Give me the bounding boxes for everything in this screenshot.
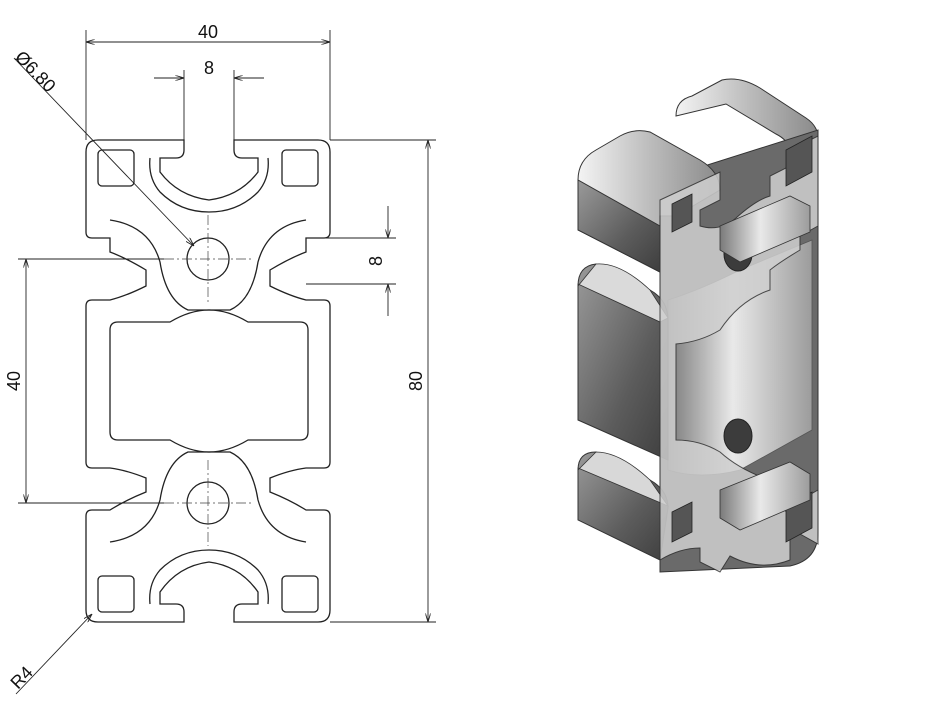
dim-height: 80 — [406, 371, 426, 391]
dim-hole-diameter: Ø6.80 — [11, 47, 59, 96]
dim-slot-width: 8 — [204, 58, 214, 78]
corner-cavity-br — [281, 575, 319, 613]
profile-cross-section — [85, 139, 331, 623]
central-cavity — [109, 309, 309, 453]
corner-cavity-tl — [97, 149, 135, 187]
dim-slot-side: 8 — [366, 256, 386, 266]
profile-outer-outline — [85, 139, 331, 623]
render-lower-hole — [723, 418, 753, 454]
dim-width-top: 40 — [198, 22, 218, 42]
bottom-t-slot — [149, 549, 269, 605]
dim-center-distance: 40 — [4, 371, 24, 391]
corner-cavity-bl — [97, 575, 135, 613]
corner-cavity-tr — [281, 149, 319, 187]
dim-corner-radius: R4 — [6, 662, 36, 692]
top-t-slot — [149, 157, 269, 213]
isometric-profile-render — [577, 78, 819, 573]
